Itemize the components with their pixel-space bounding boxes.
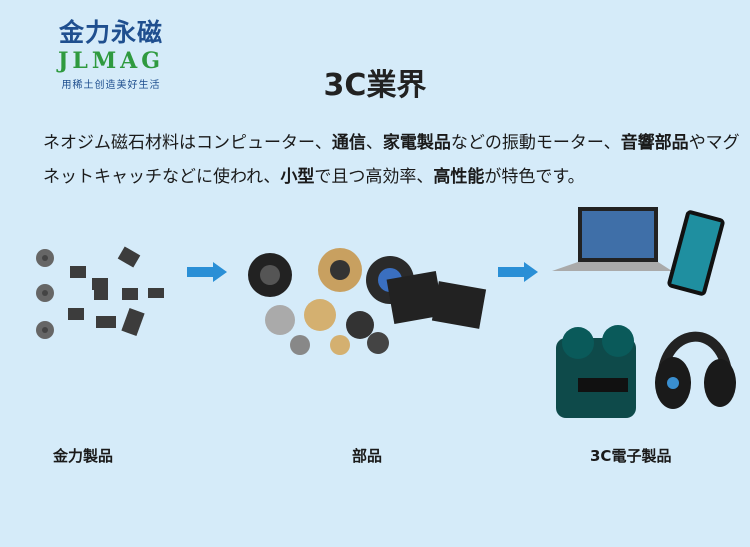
logo-cn: 金力永磁	[58, 18, 163, 47]
magnets-image	[36, 246, 164, 339]
description-segment: 高性能	[433, 167, 485, 187]
arrow-icon	[498, 262, 538, 282]
logo: 金力永磁 JLMAG 用稀土创造美好生活	[48, 18, 174, 91]
description-segment: ネオジム磁石材料はコンピューター、	[43, 133, 332, 153]
label-parts: 部品	[352, 447, 383, 465]
description-segment: 通信	[331, 133, 366, 153]
page-title: 3C業界	[323, 68, 427, 103]
description-segment: が特色です。	[484, 167, 585, 187]
description-segment: 音響部品	[620, 133, 689, 153]
description-segment: 小型	[280, 167, 315, 187]
logo-en: JLMAG	[57, 48, 165, 74]
description-segment: やマグネットキャッチなどに使われ、	[43, 133, 740, 187]
description-segment: 、	[365, 133, 383, 153]
label-products: 3C電子製品	[590, 447, 672, 465]
arrow-icon	[187, 262, 227, 282]
description-segment: 家電製品	[382, 133, 451, 153]
description: ネオジム磁石材料はコンピューター、通信、家電製品などの振動モーター、音響部品やマ…	[43, 126, 743, 194]
description-segment: で且つ高効率、	[314, 167, 434, 187]
label-magnets: 金力製品	[53, 447, 114, 465]
parts-image	[248, 248, 487, 355]
logo-slogan: 用稀土创造美好生活	[61, 80, 161, 91]
description-segment: などの振動モーター、	[450, 133, 621, 153]
products-image	[552, 207, 736, 418]
